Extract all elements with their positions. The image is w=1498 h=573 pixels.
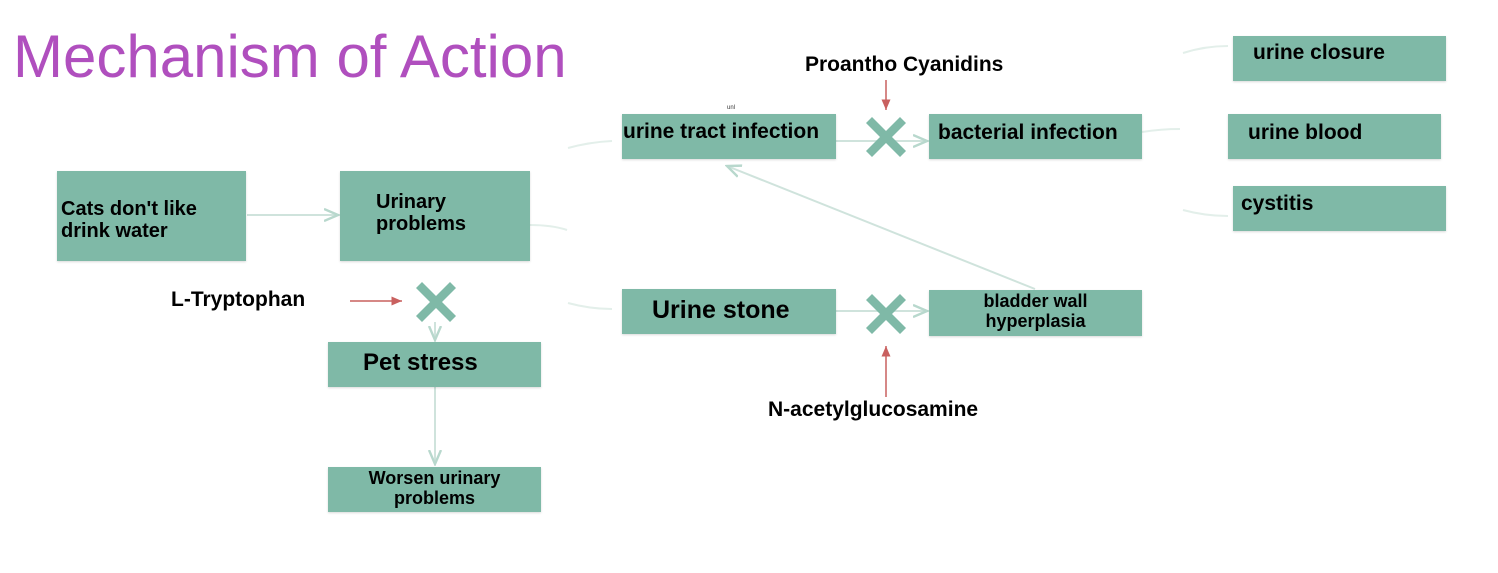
- node-label: urine tract infection: [623, 120, 820, 143]
- node-label: urine blood: [1248, 121, 1363, 144]
- node-bacterial-infection: bacterial infection: [929, 114, 1142, 159]
- edge-urinary-uti: [567, 140, 613, 149]
- node-urine-tract-infection: urine tract infection: [622, 114, 836, 159]
- node-urine-blood: urine blood: [1228, 114, 1441, 159]
- inhibitor-l-tryptophan: L-Tryptophan: [171, 288, 306, 311]
- edge-urinary-stone: [567, 302, 613, 310]
- node-label: bacterial infection: [938, 121, 1118, 144]
- node-label: cystitis: [1241, 192, 1314, 215]
- x-cross-icon: [866, 117, 906, 157]
- inhibitor-proantho-cyanidins: Proantho Cyanidins: [805, 53, 1004, 76]
- tiny-mark: unl: [727, 105, 736, 111]
- node-pet-stress: Pet stress: [328, 342, 541, 387]
- edge-bladder-uti: [727, 166, 1036, 290]
- node-urine-closure: urine closure: [1233, 36, 1446, 81]
- inhibitor-n-acetylglucosamine: N-acetylglucosamine: [768, 398, 979, 421]
- node-label: Urine stone: [652, 296, 790, 324]
- x-cross-icon: [416, 282, 456, 322]
- node-urinary-problems: Urinary problems: [340, 171, 530, 261]
- node-bladder-wall: bladder wall hyperplasia: [929, 290, 1142, 336]
- edge-urinary-midline: [529, 224, 568, 231]
- page-title: Mechanism of Action: [13, 23, 567, 90]
- edge-bacterial-closure: [1182, 45, 1229, 54]
- node-worsen-urinary: Worsen urinary problems: [328, 467, 541, 512]
- node-label: Cats don't like drink water: [61, 198, 197, 242]
- node-label: bladder wall hyperplasia: [983, 291, 1088, 331]
- node-label: Urinary problems: [376, 191, 467, 235]
- edge-bacterial-blood: [1141, 128, 1181, 133]
- edge-bacterial-cystitis: [1182, 209, 1229, 217]
- node-urine-stone: Urine stone: [622, 289, 836, 334]
- node-label: urine closure: [1253, 41, 1385, 64]
- node-cats-dont-drink: Cats don't like drink water: [57, 171, 246, 261]
- x-cross-icon: [866, 294, 906, 334]
- node-label: Pet stress: [363, 349, 478, 376]
- node-label: Worsen urinary problems: [368, 468, 501, 508]
- node-cystitis: cystitis: [1233, 186, 1446, 231]
